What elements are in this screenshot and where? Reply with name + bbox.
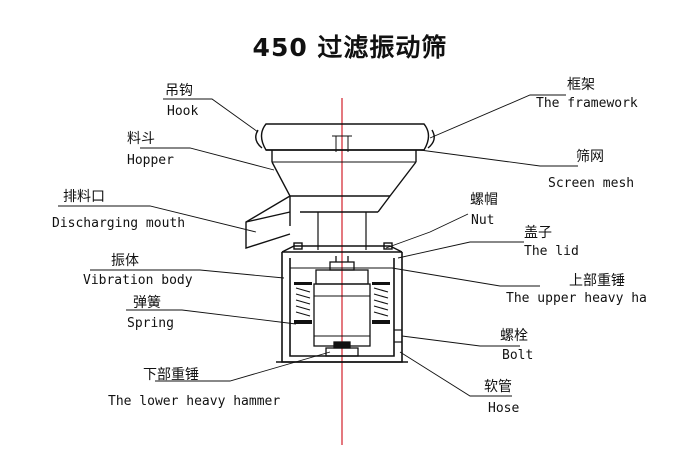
discharge-label-en: Discharging mouth [52, 216, 186, 231]
spring-right-shape [373, 287, 389, 317]
lid-label-en: The lid [524, 244, 579, 259]
upper-hammer-shape [315, 256, 369, 285]
nut-label-zh: 螺帽 [470, 192, 498, 208]
lid-label-zh: 盖子 [524, 225, 552, 241]
upper-hammer-label-en: The upper heavy ha [506, 291, 647, 306]
upper-hammer-label-zh: 上部重锤 [569, 273, 625, 289]
lower-hammer-shape [325, 341, 359, 357]
spring-seat-blocks [294, 282, 390, 324]
diagram-title: 450 过滤振动筛 [252, 33, 448, 62]
bolt-label-en: Bolt [502, 348, 534, 363]
lower-hammer-label-zh: 下部重锤 [143, 367, 199, 383]
hopper-label-zh: 料斗 [127, 131, 155, 147]
framework-label-en: The framework [536, 96, 638, 111]
spring-label-zh: 弹簧 [133, 295, 161, 311]
vibration-label-zh: 振体 [111, 253, 139, 269]
vibration-label-en: Vibration body [83, 273, 193, 288]
framework-shape [255, 123, 435, 163]
hopper-shape [271, 161, 417, 226]
spring-left-shape [295, 287, 311, 317]
mesh-label-en: Screen mesh [548, 176, 635, 191]
hopper-label-en: Hopper [127, 153, 174, 168]
discharge-mouth-shape [245, 195, 291, 249]
bolt-label-zh: 螺栓 [500, 328, 528, 344]
framework-label-zh: 框架 [567, 77, 595, 93]
discharge-label-zh: 排料口 [63, 189, 105, 205]
leader-lines [58, 94, 578, 397]
mesh-label-zh: 筛网 [576, 149, 604, 165]
nut-label-en: Nut [471, 213, 495, 228]
hose-label-en: Hose [488, 401, 520, 416]
hook-label-zh: 吊钩 [165, 83, 193, 99]
lower-hammer-label-en: The lower heavy hammer [108, 394, 281, 409]
hook-label-en: Hook [167, 104, 199, 119]
spring-label-en: Spring [127, 316, 174, 331]
hose-label-zh: 软管 [484, 379, 512, 395]
lid-shape [281, 242, 403, 253]
